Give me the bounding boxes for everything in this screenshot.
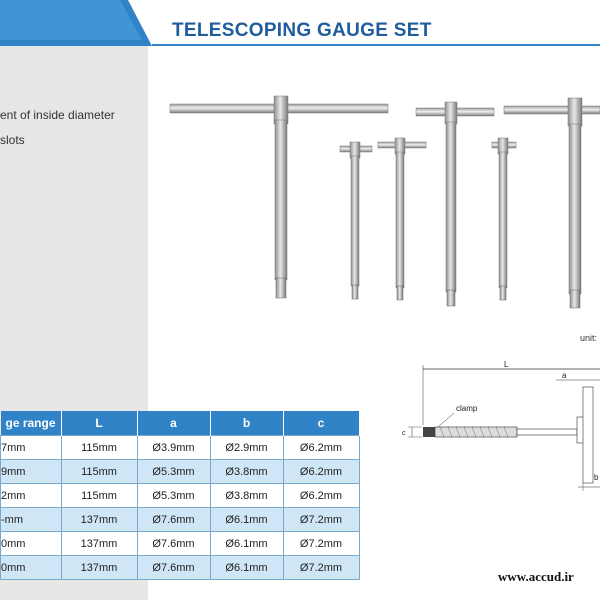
cell-a: Ø7.6mm	[136, 531, 211, 556]
cell-L: 137mm	[60, 507, 138, 532]
cell-a: Ø7.6mm	[136, 555, 211, 580]
dimension-L-label: L	[504, 360, 509, 369]
gauge-large-2	[503, 97, 600, 309]
gauge-small-3	[491, 137, 517, 301]
cell-a: Ø3.9mm	[136, 435, 211, 460]
spec-table: ge range L a b c 7mm 115mm Ø3.9mm Ø2.9mm…	[0, 411, 360, 580]
gauge-medium-1	[415, 101, 495, 307]
table-row: 0mm 137mm Ø7.6mm Ø6.1mm Ø7.2mm	[0, 531, 360, 556]
gauge-large-1	[169, 95, 389, 299]
clamp-knob	[423, 427, 435, 437]
cell-a: Ø7.6mm	[136, 507, 211, 532]
cell-c: Ø7.2mm	[282, 531, 360, 556]
clamp-label: clamp	[456, 404, 478, 413]
table-row: 2mm 115mm Ø5.3mm Ø3.8mm Ø6.2mm	[0, 483, 360, 508]
product-photo	[169, 95, 600, 309]
cell-range: -mm	[0, 507, 62, 532]
cell-b: Ø6.1mm	[209, 555, 284, 580]
cell-c: Ø7.2mm	[282, 555, 360, 580]
cell-L: 115mm	[60, 459, 138, 484]
table-row: -mm 137mm Ø7.6mm Ø6.1mm Ø7.2mm	[0, 507, 360, 532]
dimension-c-label: c	[402, 430, 406, 437]
table-row: 9mm 115mm Ø5.3mm Ø3.8mm Ø6.2mm	[0, 459, 360, 484]
gauge-small-2	[377, 137, 427, 301]
header-a: a	[137, 411, 211, 436]
cell-b: Ø2.9mm	[209, 435, 284, 460]
cell-c: Ø6.2mm	[282, 435, 360, 460]
dimension-a-label: a	[562, 371, 567, 380]
table-row: 0mm 137mm Ø7.6mm Ø6.1mm Ø7.2mm	[0, 555, 360, 580]
cell-range: 0mm	[0, 555, 62, 580]
cell-a: Ø5.3mm	[136, 459, 211, 484]
cell-range: 0mm	[0, 531, 62, 556]
cell-c: Ø6.2mm	[282, 459, 360, 484]
page-title: TELESCOPING GAUGE SET	[172, 20, 432, 41]
cell-b: Ø3.8mm	[209, 459, 284, 484]
telescoping-plunger	[582, 386, 594, 484]
header-L: L	[61, 411, 138, 436]
table-row: 7mm 115mm Ø3.9mm Ø2.9mm Ø6.2mm	[0, 435, 360, 460]
gauge-small-1	[339, 141, 373, 300]
cell-L: 115mm	[60, 483, 138, 508]
cell-L: 137mm	[60, 531, 138, 556]
cell-c: Ø6.2mm	[282, 483, 360, 508]
cell-a: Ø5.3mm	[136, 483, 211, 508]
cell-b: Ø3.8mm	[209, 483, 284, 508]
header-bar	[0, 0, 600, 46]
unit-label: unit:	[580, 333, 598, 343]
cell-range: 7mm	[0, 435, 62, 460]
cell-range: 2mm	[0, 483, 62, 508]
cell-L: 115mm	[60, 435, 138, 460]
description-line-1: ent of inside diameter	[0, 108, 115, 122]
header-graphic	[0, 0, 600, 46]
technical-drawing: L a clamp c b	[402, 360, 600, 491]
cell-b: Ø6.1mm	[209, 531, 284, 556]
website-url[interactable]: www.accud.ir	[498, 569, 574, 584]
header-b: b	[210, 411, 284, 436]
table-header-row: ge range L a b c	[0, 411, 360, 436]
dimension-b-label: b	[594, 473, 599, 482]
header-c: c	[283, 411, 360, 436]
header-gauge-range: ge range	[0, 411, 62, 436]
cell-b: Ø6.1mm	[209, 507, 284, 532]
cell-range: 9mm	[0, 459, 62, 484]
cell-c: Ø7.2mm	[282, 507, 360, 532]
cell-L: 137mm	[60, 555, 138, 580]
description-line-2: slots	[0, 133, 25, 147]
